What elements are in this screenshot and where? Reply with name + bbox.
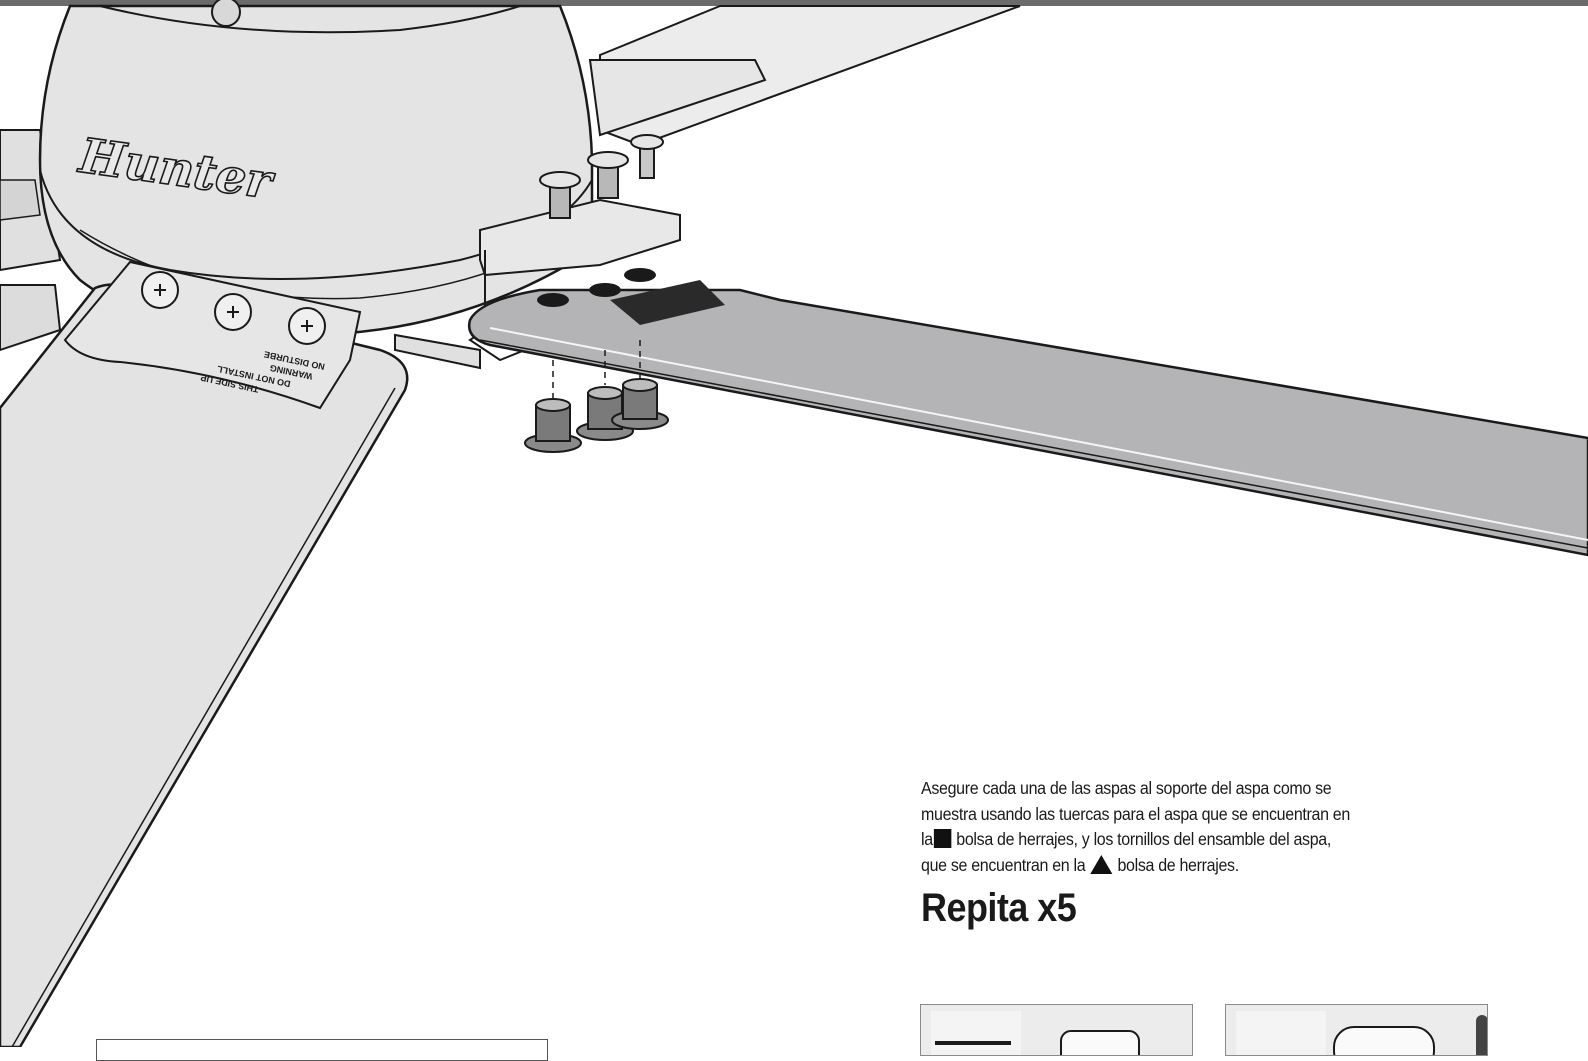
instruction-line-1: Asegure cada una de las aspas al soporte… [921,778,1332,798]
back-blade-top [588,5,1021,147]
hardware-thumbnail-2 [1225,1004,1488,1056]
blade-bracket-right [394,198,681,370]
square-hardware-bag-icon [933,829,952,849]
triangle-hardware-bag-icon [1090,854,1113,874]
instruction-line-2: muestra usando las tuercas para el aspa … [921,803,1350,824]
top-bar [0,0,1588,6]
front-left-blade: THIS SIDE UP DO NOT INSTALL WARNING NO D… [0,260,409,1047]
instruction-line-3: la bolsa de herrajes, y los tornillos de… [921,829,1332,850]
blade-screws [539,134,664,219]
bottom-panel [96,1039,548,1061]
blade-nuts [524,340,669,453]
hardware-thumbnail-1 [920,1004,1193,1056]
right-long-blade [467,268,1588,557]
repeat-heading: Repita x5 [921,886,1077,930]
instruction-line-4: que se encuentran en la bolsa de herraje… [921,854,1239,875]
screw-thumbnail-image [1236,1011,1487,1055]
instructions-text: Asegure cada una de las aspas al soporte… [921,776,1399,878]
nut-thumbnail-image [931,1011,1140,1055]
